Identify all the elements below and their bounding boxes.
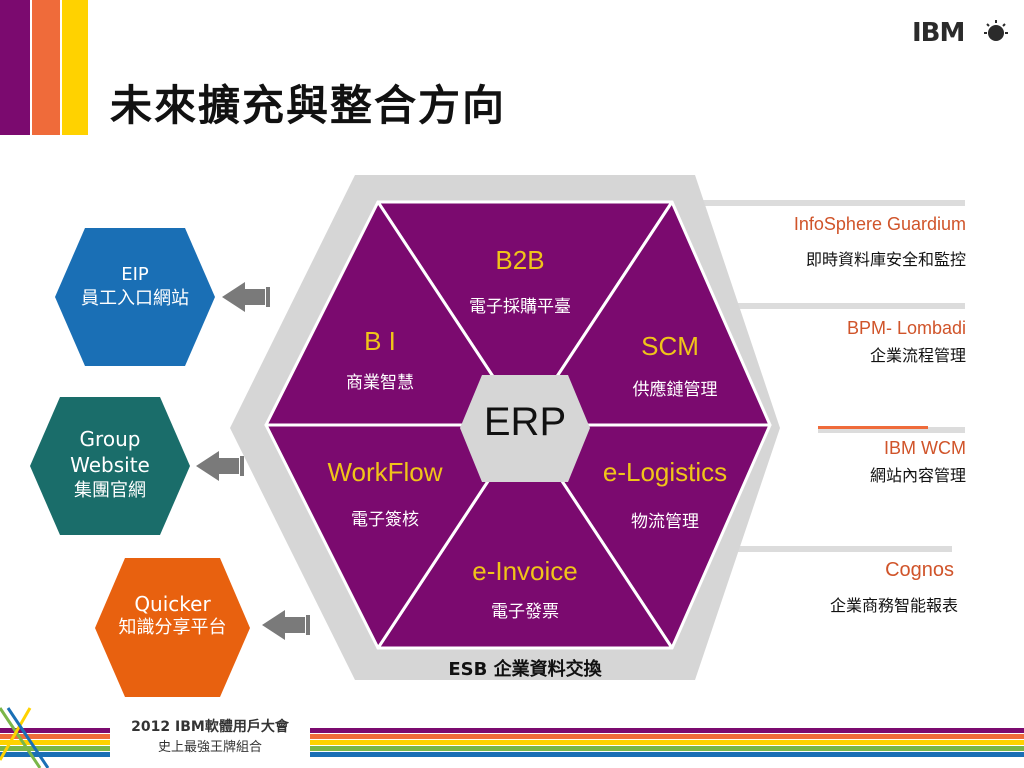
product-name-cognos: Cognos xyxy=(885,559,954,581)
brand-bar-orange xyxy=(32,0,60,135)
page-title: 未來擴充與整合方向 xyxy=(110,81,507,130)
footer-stripes xyxy=(0,707,1024,768)
eip-subtitle: 員工入口網站 xyxy=(81,288,189,309)
product-desc-guardium: 即時資料庫安全和監控 xyxy=(805,250,966,269)
footer-line2: 史上最強王牌組合 xyxy=(157,740,262,755)
arrow-icon xyxy=(262,610,310,640)
ibm-logo: IBM xyxy=(912,18,1008,48)
segment-einvoice-subtitle: 電子發票 xyxy=(491,602,559,622)
segment-scm-subtitle: 供應鏈管理 xyxy=(632,380,718,400)
segment-bi-title: B I xyxy=(364,326,396,356)
segment-scm-title: SCM xyxy=(641,331,699,361)
product-name-lombadi: BPM- Lombadi xyxy=(846,318,966,338)
product-desc-cognos: 企業商務智能報表 xyxy=(829,596,958,615)
eip-title: EIP xyxy=(121,264,149,285)
footer-event-logo: 2012 IBM軟體用戶大會 史上最強王牌組合 xyxy=(110,716,310,755)
arrow-icon xyxy=(196,451,244,481)
group-website-hexagon-label: Group Website 集團官網 xyxy=(30,426,190,504)
eip-hexagon xyxy=(55,228,215,366)
erp-center-hexagon xyxy=(460,375,590,482)
segment-bi-subtitle: 商業智慧 xyxy=(346,373,414,393)
esb-label: ESB 企業資料交換 xyxy=(448,659,602,680)
brand-bar-purple xyxy=(0,0,30,135)
eip-hexagon-label: EIP 員工入口網站 xyxy=(55,263,215,311)
product-lines xyxy=(700,200,965,552)
erp-label: ERP xyxy=(483,400,567,444)
group-website-title-line2: Website xyxy=(70,453,150,477)
product-desc-wcm: 網站內容管理 xyxy=(869,466,966,485)
segment-elogistics-subtitle: 物流管理 xyxy=(631,512,699,532)
product-desc-lombadi: 企業流程管理 xyxy=(869,346,966,365)
quicker-hexagon-label: Quicker 知識分享平台 xyxy=(95,592,250,640)
product-name-wcm: IBM WCM xyxy=(884,438,966,458)
globe-icon xyxy=(984,20,1008,41)
brand-bar-yellow xyxy=(62,0,88,135)
quicker-hexagon xyxy=(95,558,250,697)
product-name-guardium: InfoSphere Guardium xyxy=(793,214,966,234)
arrow-icon xyxy=(222,282,270,312)
segment-einvoice-title: e-Invoice xyxy=(472,556,578,586)
segment-b2b-subtitle: 電子採購平臺 xyxy=(469,297,571,317)
segment-b2b-title: B2B xyxy=(495,245,545,275)
group-website-title-line1: Group xyxy=(79,427,141,451)
segment-elogistics-title: e-Logistics xyxy=(602,457,728,487)
group-website-hexagon xyxy=(30,397,190,535)
quicker-title: Quicker xyxy=(134,592,211,616)
segment-workflow-subtitle: 電子簽核 xyxy=(351,510,419,530)
footer-line1: 2012 IBM軟體用戶大會 xyxy=(131,719,289,735)
quicker-subtitle: 知識分享平台 xyxy=(118,617,227,638)
ibm-logo-text: IBM xyxy=(912,18,965,48)
segment-workflow-title: WorkFlow xyxy=(327,457,443,487)
segment-bi xyxy=(264,200,527,427)
group-website-subtitle: 集團官網 xyxy=(74,480,146,501)
